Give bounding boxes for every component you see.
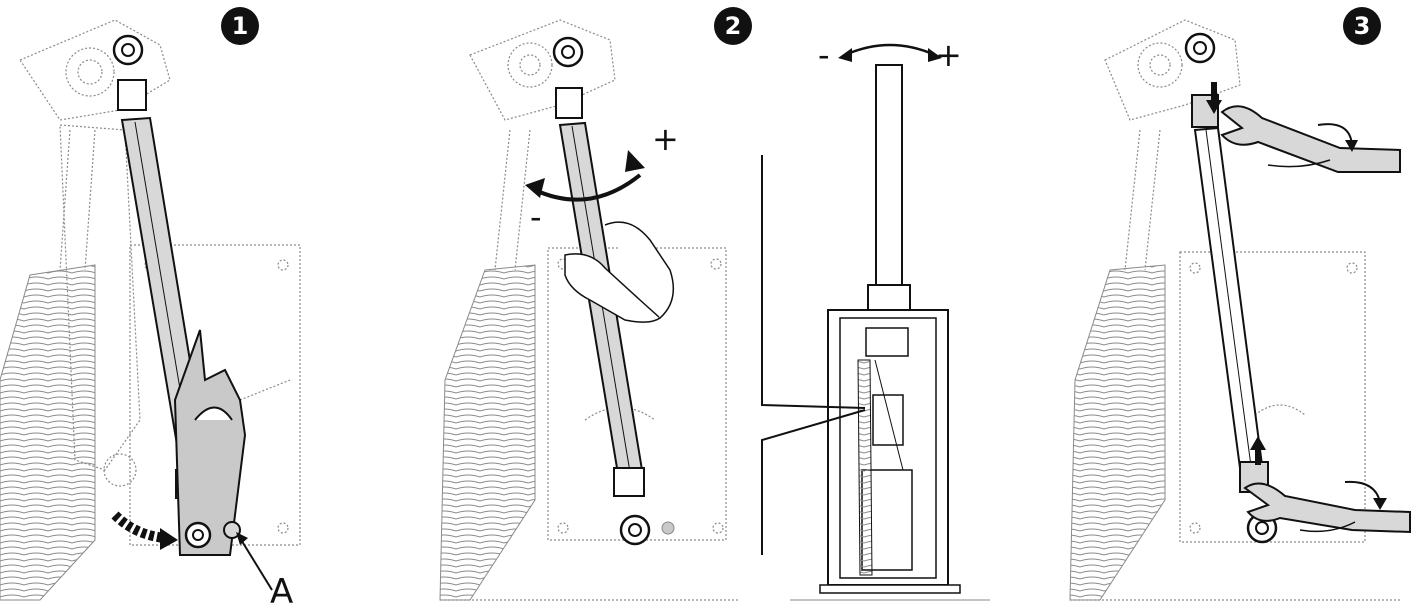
panel-step-2: + - 2	[439, 7, 752, 601]
barrier-cabinet	[790, 64, 990, 601]
step-2-badge: 2	[714, 7, 752, 45]
step-3-badge: 3	[1343, 7, 1381, 45]
rotate-minus-label: -	[530, 198, 542, 236]
spring-coil	[1069, 264, 1166, 601]
step-3-number: 3	[1354, 12, 1371, 40]
part-a-pointer	[236, 532, 273, 591]
spring-coil	[439, 264, 536, 601]
up-arrow-icon	[1250, 436, 1266, 465]
push-arrow-icon	[111, 511, 178, 550]
panel-step-1: A 1	[0, 7, 301, 611]
rod-old-position	[59, 129, 96, 271]
step-1-number: 1	[232, 12, 249, 40]
callout-lines	[761, 155, 866, 555]
rotate-arrow-icon	[525, 150, 645, 202]
part-a-label: A	[270, 572, 293, 607]
crank-outline-dotted	[1070, 19, 1400, 601]
wrench-icon	[1220, 105, 1401, 173]
step-1-badge: 1	[221, 7, 259, 45]
panel-step-3: 3	[1069, 7, 1411, 601]
pole-minus-label: -	[818, 36, 830, 74]
pole-plus-label: +	[935, 36, 962, 74]
lever-plate	[173, 329, 247, 556]
hand-icon	[564, 221, 675, 323]
rod-old-position	[494, 129, 531, 271]
pole-swing-arrow-icon	[838, 43, 942, 62]
down-arrow-icon	[1206, 82, 1222, 114]
wrench-icon	[1243, 480, 1411, 534]
step-2-number: 2	[725, 12, 742, 40]
barrier-pole	[875, 64, 903, 286]
rod-old-position	[1124, 129, 1161, 271]
spring-coil	[0, 264, 96, 601]
rotate-plus-label: +	[652, 120, 679, 158]
part-a-pin	[223, 521, 241, 539]
